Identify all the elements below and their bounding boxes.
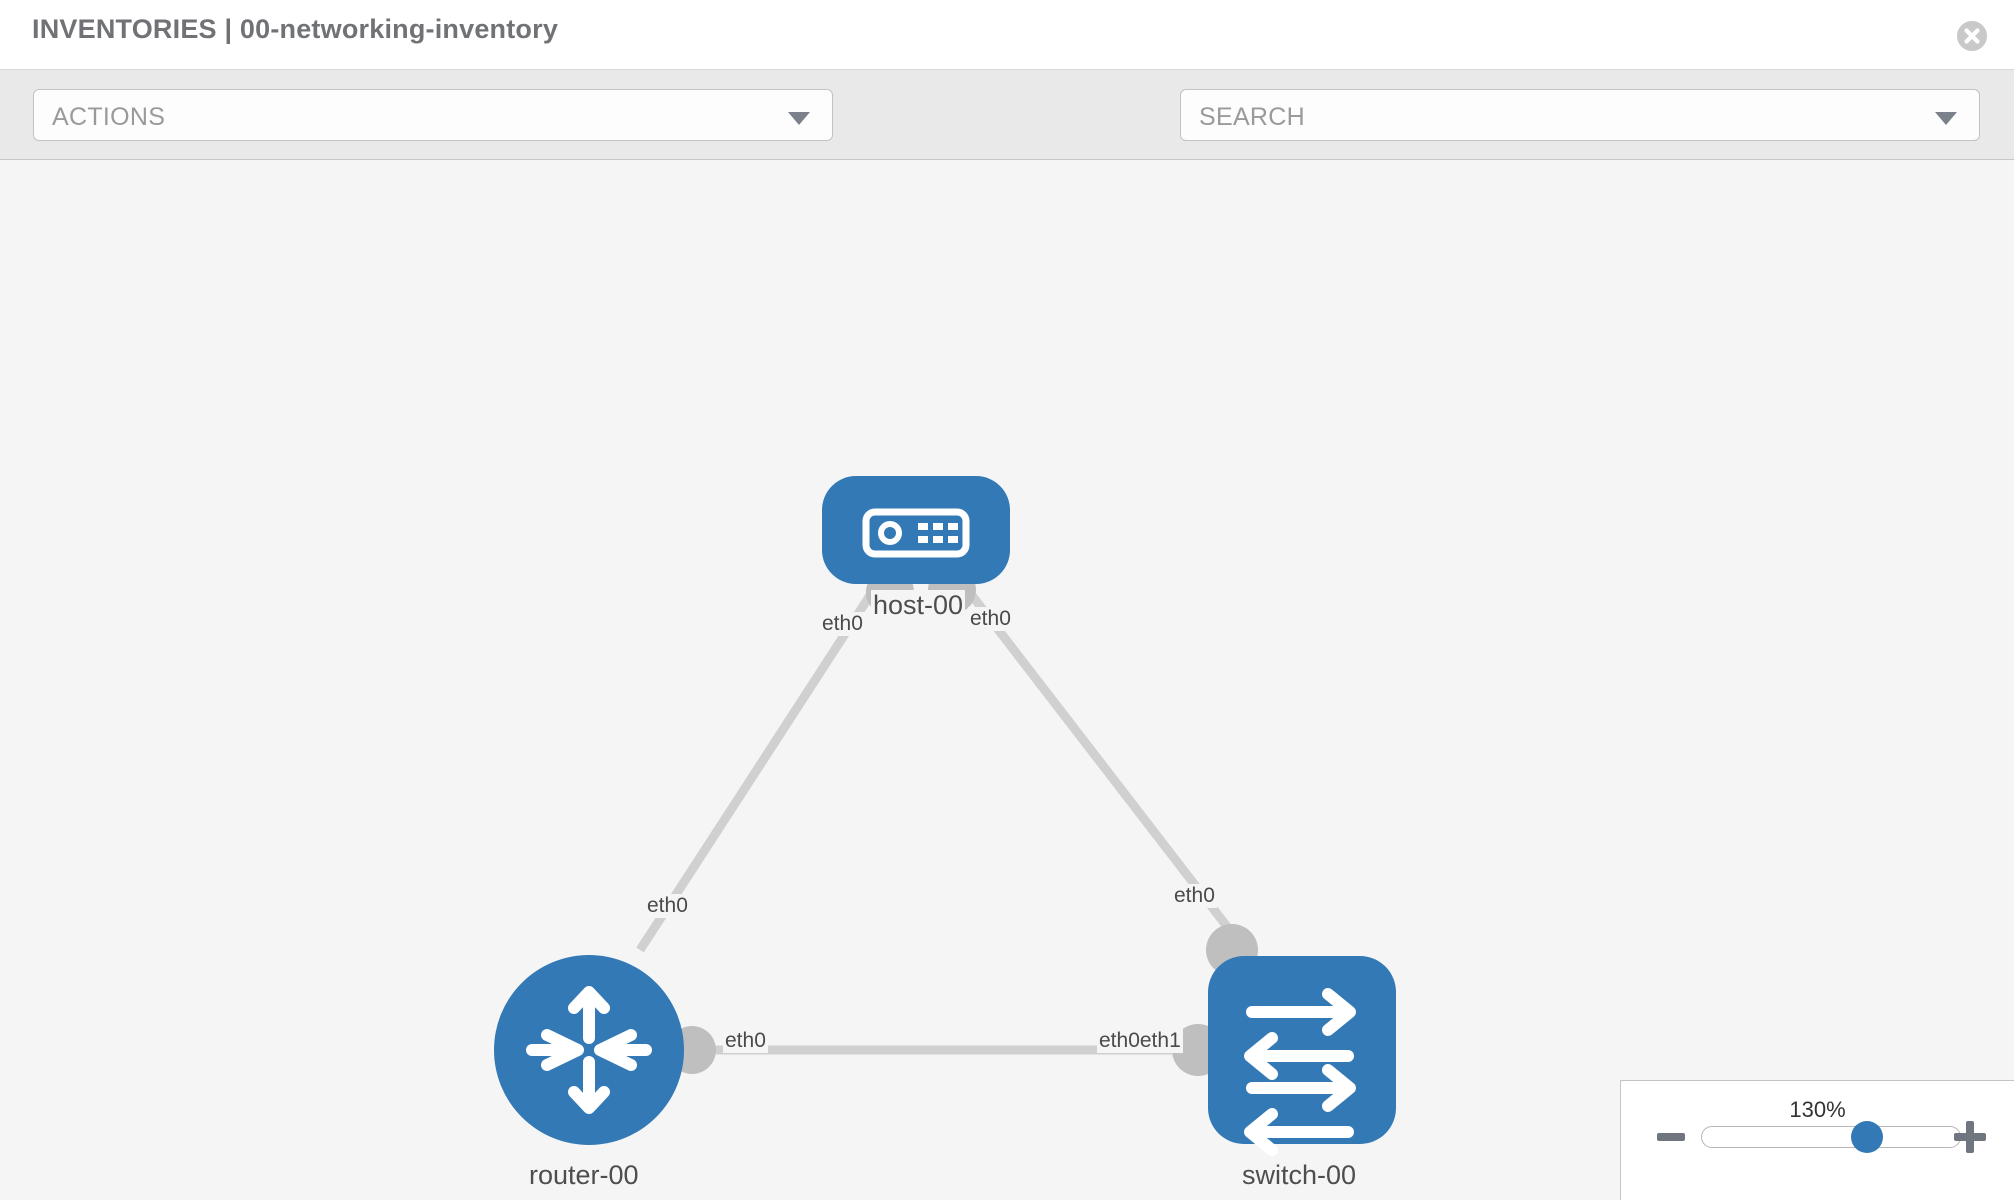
node-label-switch: switch-00 [1240, 1160, 1359, 1191]
zoom-slider-thumb[interactable] [1851, 1121, 1883, 1153]
zoom-slider-track[interactable] [1701, 1126, 1961, 1148]
edge-label-host-left: eth0 [820, 612, 865, 636]
zoom-in-button[interactable] [1954, 1121, 1986, 1153]
edge-label-host-right: eth0 [968, 607, 1013, 631]
links-layer [636, 577, 1249, 1055]
link-host-router[interactable] [636, 577, 884, 953]
node-label-router: router-00 [527, 1160, 641, 1191]
node-host-00[interactable] [822, 476, 1010, 584]
node-router-00[interactable] [494, 955, 684, 1145]
search-input[interactable]: SEARCH [1180, 89, 1980, 141]
search-placeholder: SEARCH [1199, 103, 1305, 131]
edge-label-router-right: eth0 [723, 1029, 768, 1053]
actions-dropdown-label: ACTIONS [52, 103, 166, 131]
edge-label-switch-up: eth0 [1172, 884, 1217, 908]
zoom-control-panel: 130% [1620, 1080, 2014, 1200]
node-label-host: host-00 [871, 590, 966, 621]
close-icon[interactable] [1956, 20, 1988, 52]
page-title: INVENTORIES | 00-networking-inventory [32, 14, 559, 44]
chevron-down-icon [1935, 112, 1957, 125]
page-header: INVENTORIES | 00-networking-inventory [0, 0, 2014, 70]
topology-graph [494, 476, 1396, 1156]
actions-dropdown[interactable]: ACTIONS [33, 89, 833, 141]
chevron-down-icon [788, 112, 810, 125]
edge-label-switch-left: eth0eth1 [1097, 1029, 1183, 1053]
zoom-level-value: 130% [1789, 1097, 1846, 1122]
node-switch-00[interactable] [1208, 956, 1396, 1156]
zoom-out-button[interactable] [1657, 1133, 1685, 1141]
toolbar: ACTIONS SEARCH [0, 70, 2014, 201]
edge-label-router-up: eth0 [645, 894, 690, 918]
ports-layer [668, 566, 1258, 1076]
topology-canvas[interactable]: host-00 router-00 switch-00 eth0 eth0 et… [0, 160, 2014, 1200]
